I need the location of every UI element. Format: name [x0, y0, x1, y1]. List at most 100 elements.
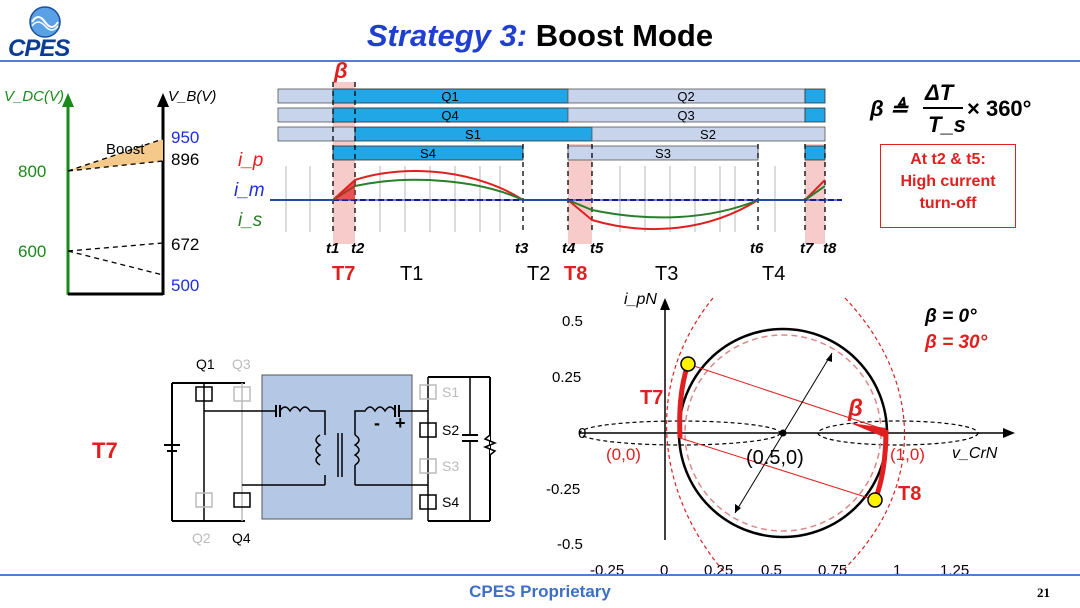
tank-box	[261, 374, 413, 520]
inductor-secondary	[354, 406, 396, 435]
ytick-neg0.25: -0.25	[546, 481, 580, 498]
logo-text: CPES	[8, 35, 70, 62]
bar-label-s2: S2	[700, 127, 716, 142]
vb-arrow-icon	[157, 93, 169, 107]
legend-beta-0: β = 0°	[924, 306, 977, 327]
tick-950: 950	[171, 128, 199, 147]
formula-numerator: ΔT	[924, 80, 955, 105]
xtick-0.25: 0.25	[704, 562, 733, 579]
vb-label: V_B(V)	[168, 88, 216, 105]
label-q4: Q4	[232, 530, 251, 546]
band-t7-a	[333, 82, 355, 244]
switch-s1	[419, 384, 437, 400]
formula-lhs: β ≜	[869, 96, 910, 121]
circuit-state-label: T7	[92, 438, 118, 463]
bar-label-q1: Q1	[441, 89, 458, 104]
label-t6: t6	[750, 240, 764, 257]
label-t3: t3	[515, 240, 529, 257]
timing-diagram: Q1 Q2 Q4 Q3 S1 S2 S4 S3 β i_p i_m i_s t1	[234, 62, 842, 285]
tick-896: 896	[171, 150, 199, 169]
switch-q3	[233, 386, 251, 402]
formula-denominator: T_s	[928, 112, 966, 137]
label-s4: S4	[442, 494, 459, 510]
state-plane: 0.5 0.25 0 -0.25 -0.5 -0.25 0 0.25 0.5 0…	[546, 291, 1015, 579]
xtick-0.75: 0.75	[818, 562, 847, 579]
arc-t8	[872, 429, 889, 501]
switch-s4	[419, 494, 437, 510]
label-t5: t5	[590, 240, 604, 257]
boost-label: Boost	[106, 141, 145, 158]
bar-label-q4: Q4	[441, 108, 458, 123]
interval-t2: T2	[527, 263, 550, 285]
label-is: i_s	[238, 210, 263, 231]
point-t8	[867, 492, 883, 508]
ytick-neg0.5: -0.5	[557, 536, 583, 553]
y-axis-label: i_pN	[624, 291, 657, 308]
center-point	[779, 429, 787, 437]
x-axis-label: v_CrN	[952, 445, 998, 462]
tick-800: 800	[18, 162, 46, 181]
label-s2: S2	[442, 422, 459, 438]
ytick-0.5: 0.5	[562, 313, 583, 330]
polarity-minus: -	[374, 413, 380, 433]
switch-q4	[233, 492, 251, 508]
switch-s3	[419, 458, 437, 474]
page-number: 21	[1037, 585, 1050, 600]
callout-line-3: turn-off	[919, 195, 977, 212]
label-s1: S1	[442, 384, 459, 400]
arc-label-t7: T7	[640, 387, 663, 409]
xtick-0: 0	[660, 562, 668, 579]
interval-t7: T7	[332, 263, 355, 285]
callout-line-1: At t2 & t5:	[910, 151, 986, 168]
switch-q1	[195, 386, 213, 402]
label-q2: Q2	[192, 530, 211, 546]
bar-label-s1: S1	[465, 127, 481, 142]
beta-label: β	[333, 62, 348, 83]
label-s3: S3	[442, 458, 459, 474]
xtick-1.25: 1.25	[940, 562, 969, 579]
x-axis-arrow-icon	[1003, 428, 1015, 438]
legend-beta-30: β = 30°	[924, 332, 988, 353]
footer-text: CPES Proprietary	[469, 582, 611, 601]
switch-s2	[419, 422, 437, 438]
arc-label-t8: T8	[898, 483, 921, 505]
band-t8	[568, 144, 592, 244]
label-t1: t1	[326, 240, 339, 257]
label-t7: t7	[800, 240, 814, 257]
label-q1: Q1	[196, 356, 215, 372]
tick-500: 500	[171, 276, 199, 295]
point-t7	[680, 356, 696, 372]
tick-600: 600	[18, 242, 46, 261]
footer-rule	[0, 574, 1080, 576]
header-rule	[0, 60, 1080, 62]
point-label-00: (0,0)	[606, 445, 641, 464]
xtick-neg0.25: -0.25	[590, 562, 624, 579]
voltage-diagram: Boost V_DC(V) V_B(V) 800 600 950 896 672…	[4, 88, 216, 296]
switch-q2	[195, 492, 213, 508]
beta-formula: β ≜ ΔT T_s × 360°	[868, 78, 1068, 140]
label-t4: t4	[562, 240, 576, 257]
polarity-plus: +	[395, 413, 406, 433]
xtick-0.5: 0.5	[761, 562, 782, 579]
bar-label-q2: Q2	[677, 89, 694, 104]
inductor-primary	[279, 406, 326, 435]
label-im: i_m	[234, 180, 265, 201]
formula-rhs: × 360°	[967, 96, 1031, 121]
state-beta-label: β	[847, 395, 863, 422]
title-mode: Boost Mode	[535, 18, 714, 53]
label-t2: t2	[351, 240, 365, 257]
bar-label-q3: Q3	[677, 108, 694, 123]
callout-line-2: High current	[900, 173, 996, 190]
vdc-label: V_DC(V)	[4, 88, 64, 105]
interval-t4: T4	[762, 263, 785, 285]
vdc-arrow-icon	[62, 93, 74, 107]
interval-t3: T3	[655, 263, 678, 285]
cpes-logo	[10, 4, 80, 64]
tick-672: 672	[171, 235, 199, 254]
interval-t1: T1	[400, 263, 423, 285]
page-title: Strategy 3: Boost Mode	[0, 18, 1080, 54]
circuit-diagram: - + Q1 Q3 Q2 Q4 S1 S2 S3 S4	[164, 356, 498, 546]
bar-label-s4: S4	[420, 146, 436, 161]
bar-label-s3: S3	[655, 146, 671, 161]
label-t8: t8	[823, 240, 837, 257]
